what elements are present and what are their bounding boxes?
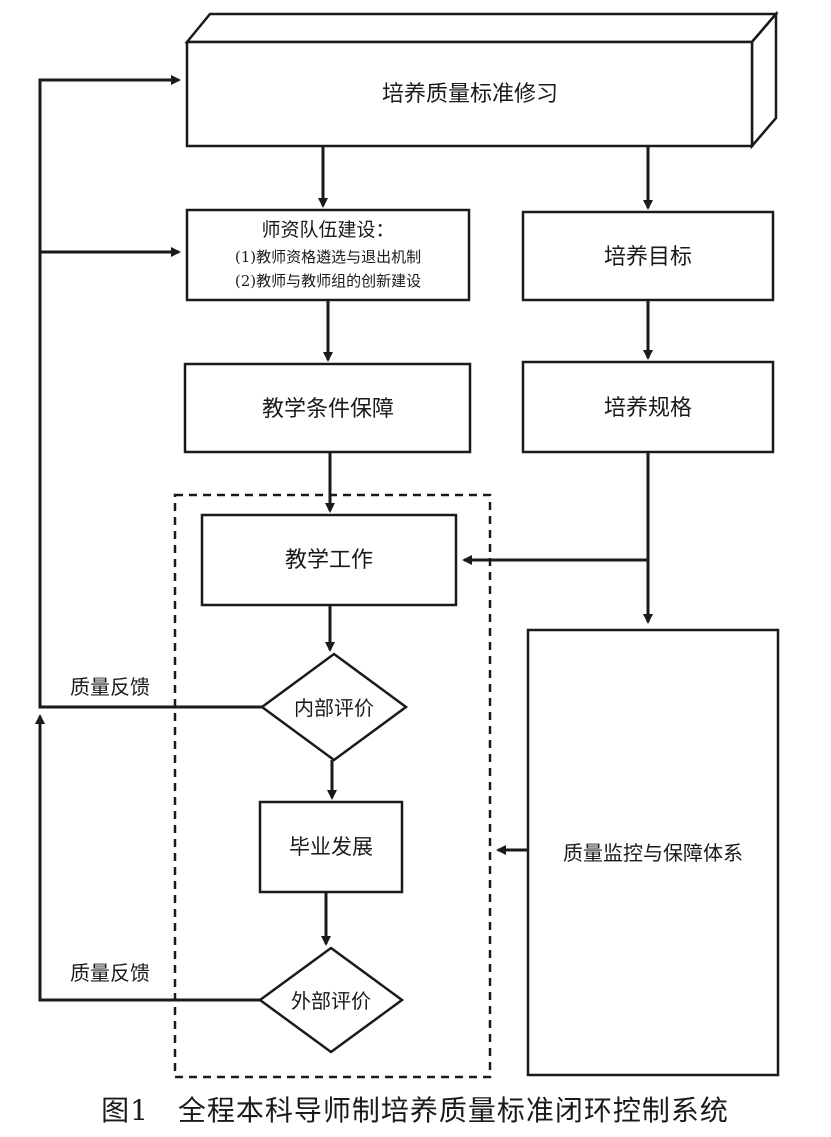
node-external-evaluation-label: 外部评价 bbox=[291, 989, 371, 1013]
node-internal-evaluation-label: 内部评价 bbox=[294, 696, 374, 720]
node-training-spec: 培养规格 bbox=[521, 360, 775, 454]
feedback-label-external: 质量反馈 bbox=[70, 961, 150, 985]
node-teacher-team-line1: (1)教师资格遴选与退出机制 bbox=[235, 248, 421, 266]
node-training-goal: 培养目标 bbox=[521, 210, 775, 302]
node-graduate-development: 毕业发展 bbox=[258, 800, 404, 894]
node-teaching-conditions-label: 教学条件保障 bbox=[262, 397, 394, 422]
node-teaching-work-label: 教学工作 bbox=[285, 548, 373, 573]
node-training-spec-label: 培养规格 bbox=[604, 396, 692, 421]
node-external-evaluation: 外部评价 bbox=[257, 946, 405, 1054]
node-standard-revision-label: 培养质量标准修习 bbox=[382, 82, 558, 107]
node-graduate-development-label: 毕业发展 bbox=[289, 835, 373, 859]
node-teacher-team-line2: (2)教师与教师组的创新建设 bbox=[235, 272, 421, 290]
feedback-loop-external bbox=[35, 714, 260, 1002]
teaching-process-boundary bbox=[173, 493, 492, 1079]
figure-caption: 图1 全程本科导师制培养质量标准闭环控制系统 bbox=[101, 1094, 729, 1127]
node-teaching-work: 教学工作 bbox=[200, 513, 458, 607]
node-teacher-team-title: 师资队伍建设： bbox=[261, 219, 394, 241]
node-internal-evaluation: 内部评价 bbox=[259, 652, 409, 762]
node-quality-assurance-label: 质量监控与保障体系 bbox=[563, 841, 743, 865]
node-teacher-team: 师资队伍建设： (1)教师资格遴选与退出机制 (2)教师与教师组的创新建设 bbox=[185, 208, 471, 302]
node-teaching-conditions: 教学条件保障 bbox=[183, 362, 472, 454]
node-standard-revision: 培养质量标准修习 bbox=[184, 10, 779, 150]
node-quality-assurance: 质量监控与保障体系 bbox=[526, 628, 780, 1077]
node-training-goal-label: 培养目标 bbox=[604, 245, 692, 270]
feedback-label-internal: 质量反馈 bbox=[70, 675, 150, 699]
feedback-loop-internal bbox=[38, 75, 262, 709]
